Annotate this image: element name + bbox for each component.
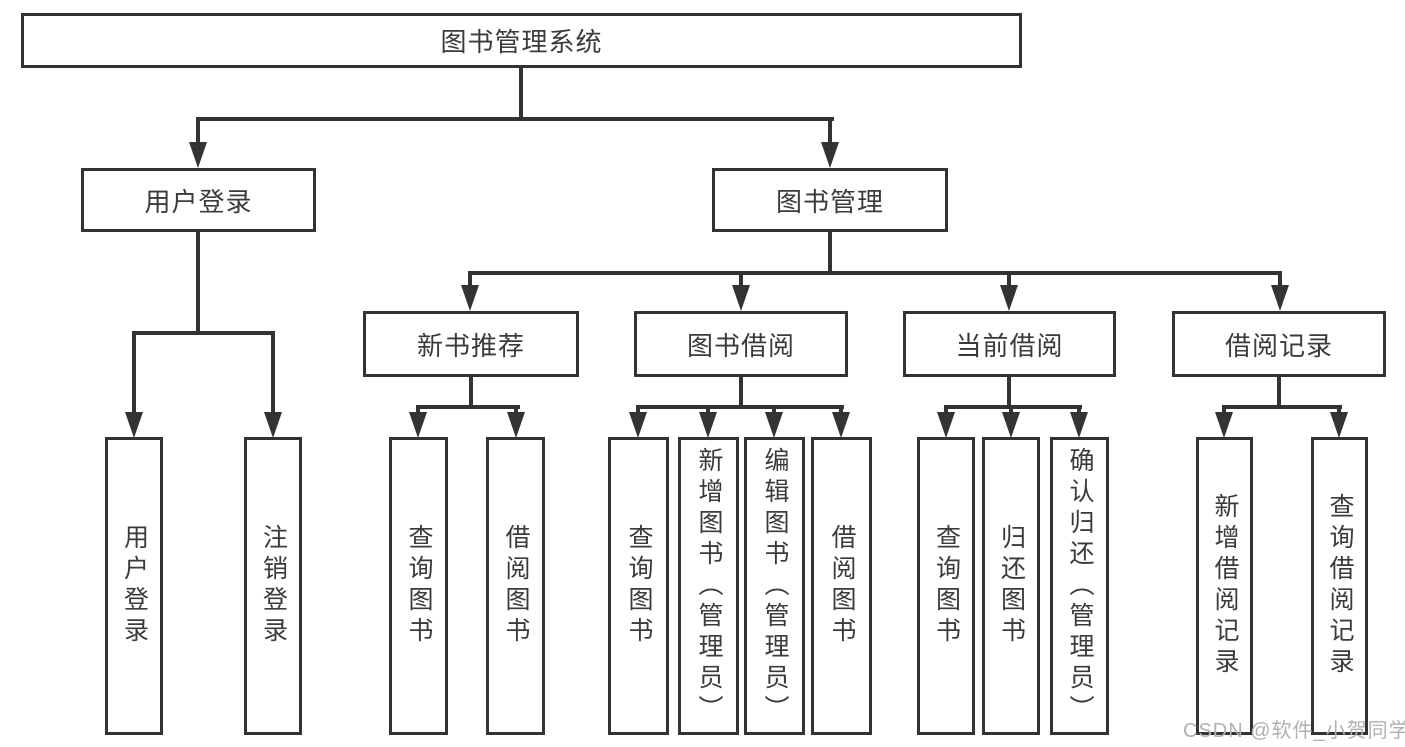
connector-line [1009, 405, 1013, 415]
node-user-login-branch-label: 用户登录 [144, 186, 253, 217]
node-book-borrowing: 图书借阅 [634, 311, 848, 377]
leaf-borrowing-query-books: 查询图书 [608, 437, 669, 735]
leaf-borrowing-borrow-books-label: 借阅图书 [828, 524, 856, 648]
connector-line [739, 271, 743, 289]
connector-line [828, 117, 832, 146]
node-book-management-label: 图书管理 [775, 186, 884, 217]
connector-line [1337, 405, 1341, 415]
arrowhead-down-icon [125, 412, 143, 438]
leaf-records-query-record-label: 查询借阅记录 [1326, 493, 1354, 679]
leaf-logout-label: 注销登录 [259, 524, 288, 648]
arrowhead-down-icon [937, 412, 955, 438]
leaf-recommend-borrow-books-label: 借阅图书 [502, 524, 530, 648]
connector-line [1222, 405, 1226, 415]
arrowhead-down-icon [1215, 412, 1233, 438]
connector-line [416, 405, 520, 409]
connector-line [1007, 377, 1011, 409]
connector-line [196, 232, 200, 335]
arrowhead-down-icon [461, 285, 479, 311]
leaf-borrowing-edit-books-admin: 编辑图书（管理员） [744, 437, 805, 735]
connector-line [271, 331, 275, 414]
connector-line [416, 405, 420, 415]
arrowhead-down-icon [629, 412, 647, 438]
leaf-borrowing-query-books-label: 查询图书 [625, 524, 653, 648]
connector-line [1278, 271, 1282, 289]
arrowhead-down-icon [409, 412, 427, 438]
arrowhead-down-icon [1000, 285, 1018, 311]
leaf-records-add-record-label: 新增借阅记录 [1211, 493, 1239, 679]
arrowhead-down-icon [1002, 412, 1020, 438]
connector-line [1077, 405, 1081, 415]
arrowhead-down-icon [699, 412, 717, 438]
connector-line [132, 331, 136, 414]
node-borrowing-records-label: 借阅记录 [1224, 330, 1333, 361]
arrowhead-down-icon [1330, 412, 1348, 438]
node-library-management-system-label: 图书管理系统 [440, 27, 603, 57]
leaf-current-query-books: 查询图书 [917, 437, 975, 735]
connector-line [1277, 377, 1281, 409]
arrowhead-down-icon [264, 412, 282, 438]
connector-line [196, 117, 200, 146]
leaf-records-query-record: 查询借阅记录 [1311, 437, 1368, 735]
leaf-user-login-label: 用户登录 [120, 524, 149, 648]
connector-line [519, 68, 523, 121]
connector-line [468, 271, 472, 289]
leaf-current-confirm-return-admin: 确认归还（管理员） [1050, 437, 1109, 735]
connector-line [944, 405, 1082, 409]
connector-line [196, 117, 834, 121]
node-current-borrowing: 当前借阅 [903, 311, 1116, 377]
node-new-book-recommendation: 新书推荐 [363, 311, 579, 377]
node-book-borrowing-label: 图书借阅 [686, 330, 795, 361]
leaf-current-return-books-label: 归还图书 [997, 524, 1026, 648]
leaf-recommend-query-books: 查询图书 [389, 437, 448, 735]
leaf-borrowing-add-books-admin-label: 新增图书（管理员） [695, 446, 723, 726]
connector-line [839, 405, 843, 415]
arrowhead-down-icon [765, 412, 783, 438]
leaf-borrowing-borrow-books: 借阅图书 [811, 437, 872, 735]
connector-line [828, 232, 832, 275]
leaf-current-confirm-return-admin-label: 确认归还（管理员） [1066, 446, 1094, 726]
arrowhead-down-icon [832, 412, 850, 438]
node-new-book-recommendation-label: 新书推荐 [416, 330, 525, 361]
connector-line [468, 271, 1282, 275]
arrowhead-down-icon [1070, 412, 1088, 438]
connector-line [1007, 271, 1011, 289]
leaf-recommend-query-books-label: 查询图书 [405, 524, 433, 648]
connector-line [739, 377, 743, 409]
leaf-current-return-books: 归还图书 [982, 437, 1040, 735]
leaf-records-add-record: 新增借阅记录 [1196, 437, 1253, 735]
leaf-recommend-borrow-books: 借阅图书 [486, 437, 545, 735]
csdn-watermark: CSDN @软件_小贺同学 [1183, 720, 1405, 742]
connector-line [636, 405, 844, 409]
arrowhead-down-icon [507, 412, 525, 438]
connector-line [772, 405, 776, 415]
leaf-borrowing-add-books-admin: 新增图书（管理员） [678, 437, 739, 735]
leaf-logout: 注销登录 [244, 437, 302, 735]
leaf-borrowing-edit-books-admin-label: 编辑图书（管理员） [761, 446, 789, 726]
connector-line [706, 405, 710, 415]
node-book-management: 图书管理 [712, 168, 948, 232]
leaf-user-login: 用户登录 [105, 437, 163, 735]
node-user-login-branch: 用户登录 [81, 168, 316, 232]
arrowhead-down-icon [732, 285, 750, 311]
leaf-current-query-books-label: 查询图书 [932, 524, 961, 648]
node-borrowing-records: 借阅记录 [1172, 311, 1386, 377]
connector-line [1222, 405, 1342, 409]
connector-line [636, 405, 640, 415]
connector-line [132, 331, 275, 335]
arrowhead-down-icon [1271, 285, 1289, 311]
arrowhead-down-icon [821, 142, 839, 168]
connector-line [469, 377, 473, 409]
node-current-borrowing-label: 当前借阅 [955, 330, 1064, 361]
connector-line [944, 405, 948, 415]
node-library-management-system: 图书管理系统 [21, 13, 1022, 68]
arrowhead-down-icon [189, 142, 207, 168]
connector-line [514, 405, 518, 415]
